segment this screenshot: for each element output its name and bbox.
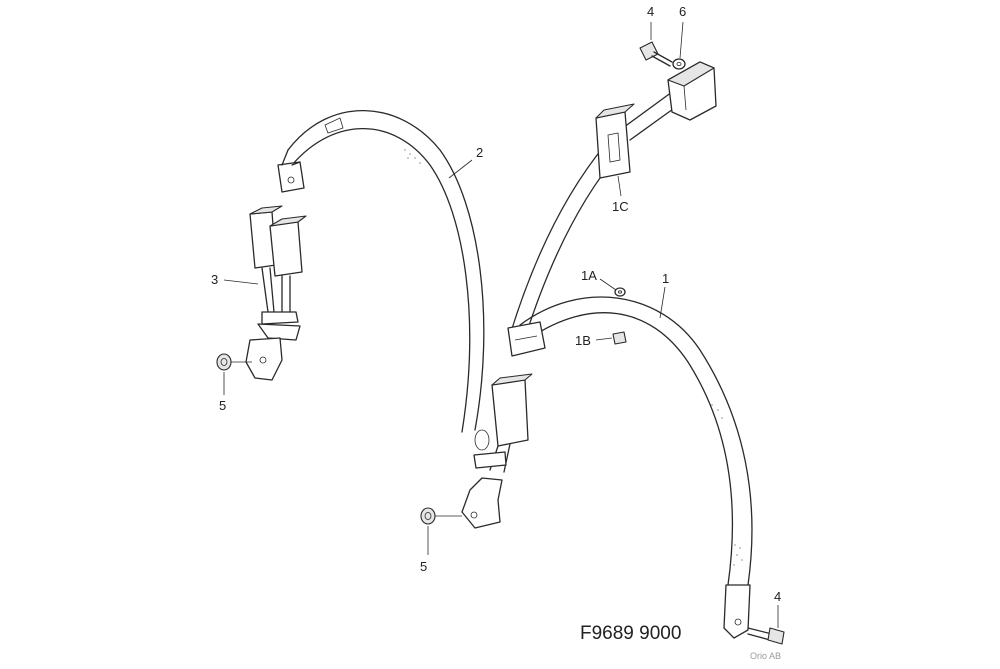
nut-5-middle: [420, 507, 462, 525]
belt-2-anchor-plate: [277, 149, 305, 193]
bolt-4-top: [639, 41, 673, 67]
callout-1a: 1A: [581, 268, 597, 283]
center-buckle: [473, 373, 533, 473]
callout-5-left: 5: [219, 398, 226, 413]
credit-text: Orio AB: [750, 651, 781, 661]
callout-1b: 1B: [575, 333, 591, 348]
callout-5-middle: 5: [420, 559, 427, 574]
center-anchor-plate: [461, 477, 503, 529]
shoulder-strap: [509, 91, 681, 339]
callout-3: 3: [211, 272, 218, 287]
callout-1c: 1C: [612, 199, 629, 214]
callout-4-top: 4: [647, 4, 654, 19]
left-anchor-plate: [245, 337, 283, 381]
bolt-4-bottom: [747, 627, 785, 645]
plug-1b: [612, 331, 627, 345]
belt-2: [287, 110, 485, 433]
nut-5-left: [216, 353, 252, 371]
callout-6: 6: [679, 4, 686, 19]
callout-2: 2: [476, 145, 483, 160]
upper-anchor-bracket: [667, 61, 717, 121]
leader-lines: [223, 21, 779, 628]
washer-6: [672, 58, 686, 70]
callout-1: 1: [662, 271, 669, 286]
callout-4-bottom: 4: [774, 589, 781, 604]
belt-1-anchor-plate: [723, 584, 751, 639]
cap-1a: [614, 287, 626, 297]
double-buckle-3: [249, 205, 307, 341]
belt-1: [507, 296, 753, 586]
guide-1c: [595, 103, 635, 179]
drawing-code: F9689 9000: [580, 623, 681, 644]
